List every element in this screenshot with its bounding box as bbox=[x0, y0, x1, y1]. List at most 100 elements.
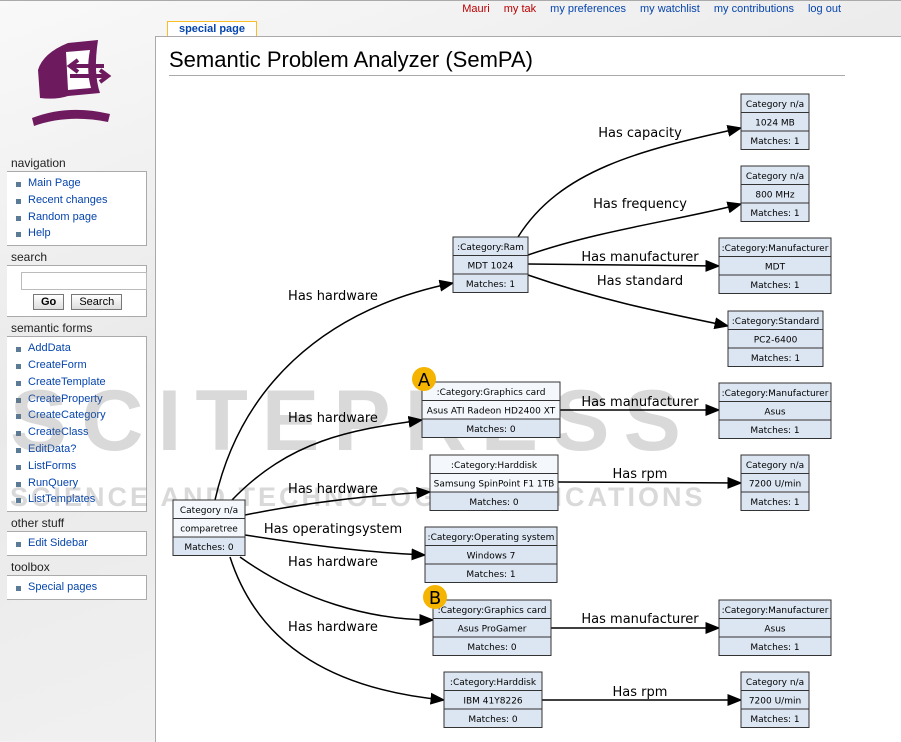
user-link[interactable]: Mauri bbox=[462, 3, 490, 15]
node-value: 800 MHz bbox=[755, 191, 795, 201]
nav-item-recent-changes[interactable]: Recent changes bbox=[15, 192, 146, 209]
search-button[interactable]: Search bbox=[71, 294, 123, 311]
logout-link[interactable]: log out bbox=[807, 3, 841, 15]
go-button[interactable]: Go bbox=[33, 294, 65, 311]
toolbox-item-special-pages[interactable]: Special pages bbox=[15, 579, 146, 596]
edge-ram-cap bbox=[517, 125, 743, 238]
node-category: :Category:Harddisk bbox=[451, 461, 538, 471]
search-input[interactable] bbox=[21, 272, 147, 291]
node-matches: Matches: 1 bbox=[750, 281, 799, 291]
page-title: Semantic Problem Analyzer (SemPA) bbox=[169, 47, 845, 76]
node-value: 7200 U/min bbox=[749, 697, 801, 707]
sf-item-adddata[interactable]: AddData bbox=[15, 340, 146, 357]
watchlist-link[interactable]: my watchlist bbox=[639, 3, 700, 15]
node-matches: Matches: 0 bbox=[467, 643, 517, 653]
sf-item-createform[interactable]: CreateForm bbox=[15, 357, 146, 374]
node-cap[interactable]: Category n/a 1024 MB Matches: 1 bbox=[740, 93, 810, 150]
sf-item-createproperty[interactable]: CreateProperty bbox=[15, 391, 146, 408]
node-row-box bbox=[718, 636, 832, 656]
edge-label: Has frequency bbox=[593, 197, 687, 212]
marker-label: B bbox=[429, 588, 441, 609]
node-category: :Category:Graphics card bbox=[437, 388, 546, 398]
node-value: Asus ProGamer bbox=[458, 625, 527, 635]
tab-special-page[interactable]: special page bbox=[167, 21, 257, 38]
contributions-link[interactable]: my contributions bbox=[713, 3, 794, 15]
node-matches: Matches: 1 bbox=[750, 715, 799, 725]
node-matches: Matches: 0 bbox=[469, 498, 519, 508]
nav-item-main-page[interactable]: Main Page bbox=[15, 175, 146, 192]
node-row-box bbox=[424, 563, 558, 583]
sf-item-listtemplates[interactable]: ListTemplates bbox=[15, 491, 146, 508]
node-row-box bbox=[740, 202, 810, 222]
edge-label: Has rpm bbox=[613, 467, 668, 482]
edge-label: Has hardware bbox=[288, 411, 378, 426]
node-row-box bbox=[718, 419, 832, 439]
edge-ram-freq bbox=[527, 201, 743, 256]
node-row-box bbox=[172, 536, 246, 556]
node-matches: Matches: 1 bbox=[466, 570, 515, 580]
sf-item-createclass[interactable]: CreateClass bbox=[15, 424, 146, 441]
node-value: Asus bbox=[764, 625, 786, 635]
node-value: comparetree bbox=[180, 525, 238, 535]
node-value: MDT bbox=[765, 263, 786, 273]
node-matches: Matches: 1 bbox=[750, 209, 799, 219]
node-category: :Category:Manufacturer bbox=[722, 244, 829, 254]
sf-item-createtemplate[interactable]: CreateTemplate bbox=[15, 374, 146, 391]
edge-root-gca bbox=[231, 415, 424, 501]
node-value: Asus ATI Radeon HD2400 XT bbox=[427, 407, 556, 417]
node-category: Category n/a bbox=[746, 100, 804, 110]
node-matches: Matches: 1 bbox=[750, 643, 799, 653]
marker-badge bbox=[423, 585, 447, 609]
node-category: :Category:Operating system bbox=[428, 533, 555, 543]
node-row-box bbox=[432, 636, 552, 656]
semantic-forms-heading: semantic forms bbox=[11, 321, 93, 336]
node-row-box bbox=[452, 273, 529, 293]
node-value: 1024 MB bbox=[755, 119, 795, 129]
node-category: :Category:Harddisk bbox=[450, 678, 537, 688]
sf-item-editdata[interactable]: EditData? bbox=[15, 441, 146, 458]
other-item-edit-sidebar[interactable]: Edit Sidebar bbox=[15, 535, 146, 552]
nav-item-help[interactable]: Help bbox=[15, 225, 146, 242]
sf-item-listforms[interactable]: ListForms bbox=[15, 458, 146, 475]
node-value: PC2-6400 bbox=[754, 336, 798, 346]
edge-root-os bbox=[244, 534, 427, 561]
edge-label: Has manufacturer bbox=[581, 612, 699, 627]
node-value: Asus bbox=[764, 408, 786, 418]
node-value: 7200 U/min bbox=[749, 480, 801, 490]
edge-label: Has standard bbox=[597, 274, 683, 289]
marker-label: A bbox=[418, 370, 431, 391]
edge-root-ram bbox=[214, 279, 455, 501]
talk-link[interactable]: my tak bbox=[503, 3, 537, 15]
wiki-logo[interactable] bbox=[28, 38, 128, 130]
edge-label: Has operatingsystem bbox=[264, 522, 402, 537]
edge-ram-std bbox=[527, 274, 730, 330]
search-heading: search bbox=[11, 250, 48, 265]
node-matches: Matches: 1 bbox=[466, 280, 515, 290]
sf-item-runquery[interactable]: RunQuery bbox=[15, 475, 146, 492]
sf-item-createcategory[interactable]: CreateCategory bbox=[15, 407, 146, 424]
top-border bbox=[0, 0, 901, 1]
node-value: IBM 41Y8226 bbox=[463, 697, 523, 707]
node-category: :Category:Graphics card bbox=[438, 606, 547, 616]
node-row-box bbox=[740, 491, 810, 511]
nav-item-random-page[interactable]: Random page bbox=[15, 209, 146, 226]
preferences-link[interactable]: my preferences bbox=[550, 3, 626, 15]
edge-ram-mdt bbox=[527, 259, 721, 272]
node-category: :Category:Standard bbox=[732, 317, 819, 327]
node-matches: Matches: 1 bbox=[750, 137, 799, 147]
